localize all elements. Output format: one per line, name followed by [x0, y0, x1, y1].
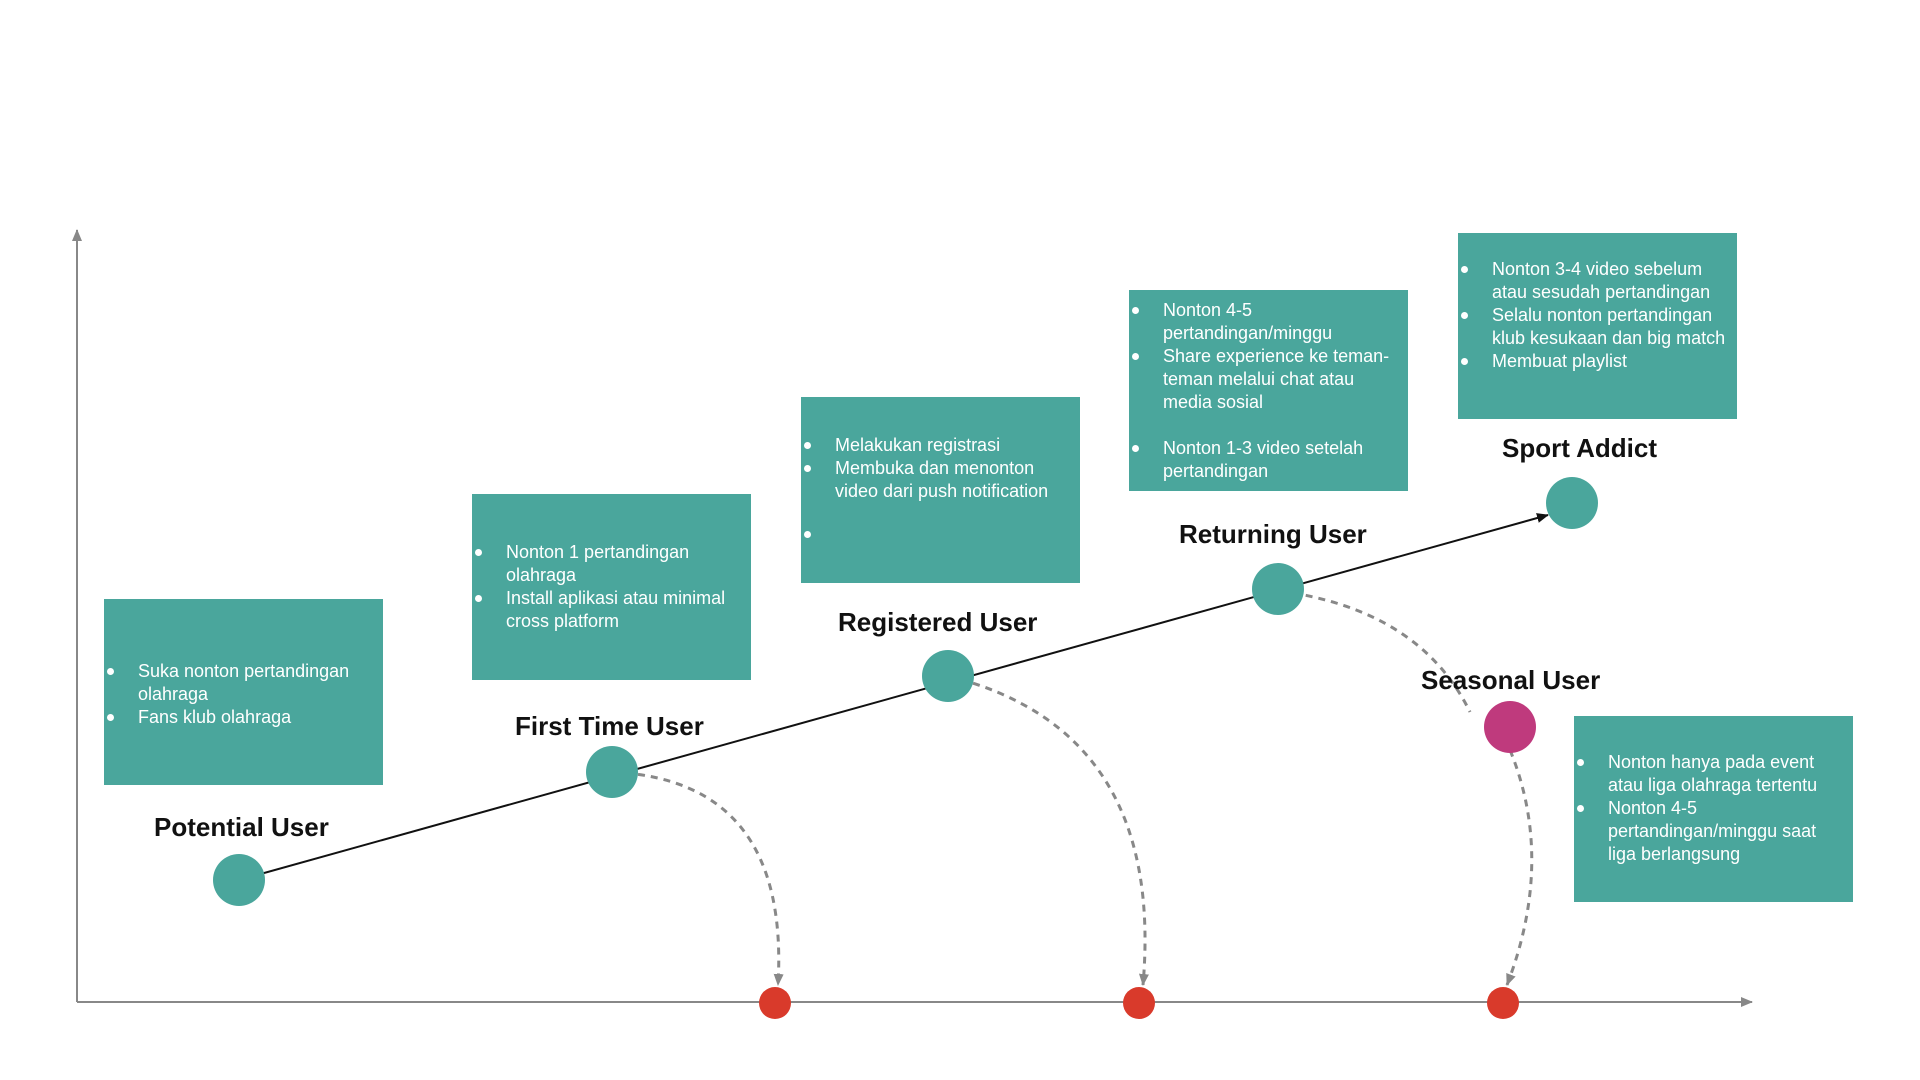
node-first-time-user — [586, 746, 638, 798]
bullet-item: Install aplikasi atau minimal cross plat… — [472, 587, 743, 633]
bullet-item: Share experience ke teman-teman melalui … — [1129, 345, 1400, 414]
label-sport-addict: Sport Addict — [1502, 433, 1658, 463]
label-seasonal-user: Seasonal User — [1421, 665, 1601, 695]
churn-node-3 — [1487, 987, 1519, 1019]
bullet-spacer — [1129, 414, 1400, 437]
bullet-item: Melakukan registrasi — [801, 434, 1072, 457]
box-sport-addict: Nonton 3-4 video sebelum atau sesudah pe… — [1458, 233, 1737, 419]
label-returning-user: Returning User — [1179, 519, 1367, 549]
dropoff-arrow-seasonal — [1505, 749, 1534, 986]
churn-node-1 — [759, 987, 791, 1019]
dropoff-arrow-registered — [947, 674, 1149, 986]
bullet-item: Membuka dan menonton video dari push not… — [801, 457, 1072, 503]
bullet-list-first-time: Nonton 1 pertandingan olahraga Install a… — [472, 541, 743, 633]
label-registered-user: Registered User — [838, 607, 1038, 637]
label-potential-user: Potential User — [154, 812, 329, 842]
bullet-list-sport-addict: Nonton 3-4 video sebelum atau sesudah pe… — [1458, 258, 1729, 373]
node-returning-user — [1252, 563, 1304, 615]
journey-line — [238, 513, 1549, 881]
bullet-item: Nonton 1 pertandingan olahraga — [472, 541, 743, 587]
dropoff-arrow-first-time — [611, 770, 784, 986]
bullet-list-potential: Suka nonton pertandingan olahraga Fans k… — [104, 660, 375, 729]
box-registered-user: Melakukan registrasi Membuka dan menonto… — [801, 397, 1080, 583]
box-first-time-user: Nonton 1 pertandingan olahraga Install a… — [472, 494, 751, 680]
node-registered-user — [922, 650, 974, 702]
bullet-item: Nonton 3-4 video sebelum atau sesudah pe… — [1458, 258, 1729, 304]
churn-node-2 — [1123, 987, 1155, 1019]
bullet-list-returning: Nonton 4-5 pertandingan/minggu Share exp… — [1129, 299, 1400, 483]
node-sport-addict — [1546, 477, 1598, 529]
label-first-time-user: First Time User — [515, 711, 704, 741]
bullet-item: Nonton 4-5 pertandingan/minggu — [1129, 299, 1400, 345]
bullet-item — [801, 523, 1072, 546]
bullet-item: Nonton 4-5 pertandingan/minggu saat liga… — [1574, 797, 1845, 866]
node-seasonal-user — [1484, 701, 1536, 753]
bullet-item: Membuat playlist — [1458, 350, 1729, 373]
node-potential-user — [213, 854, 265, 906]
bullet-list-seasonal: Nonton hanya pada event atau liga olahra… — [1574, 751, 1845, 866]
bullet-list-registered: Melakukan registrasi Membuka dan menonto… — [801, 434, 1072, 546]
bullet-item: Nonton 1-3 video setelah pertandingan — [1129, 437, 1400, 483]
bullet-item: Fans klub olahraga — [104, 706, 375, 729]
bullet-item: Selalu nonton pertandingan klub kesukaan… — [1458, 304, 1729, 350]
box-seasonal-user: Nonton hanya pada event atau liga olahra… — [1574, 716, 1853, 902]
bullet-item: Nonton hanya pada event atau liga olahra… — [1574, 751, 1845, 797]
box-potential-user: Suka nonton pertandingan olahraga Fans k… — [104, 599, 383, 785]
bullet-item: Suka nonton pertandingan olahraga — [104, 660, 375, 706]
box-returning-user: Nonton 4-5 pertandingan/minggu Share exp… — [1129, 290, 1408, 491]
